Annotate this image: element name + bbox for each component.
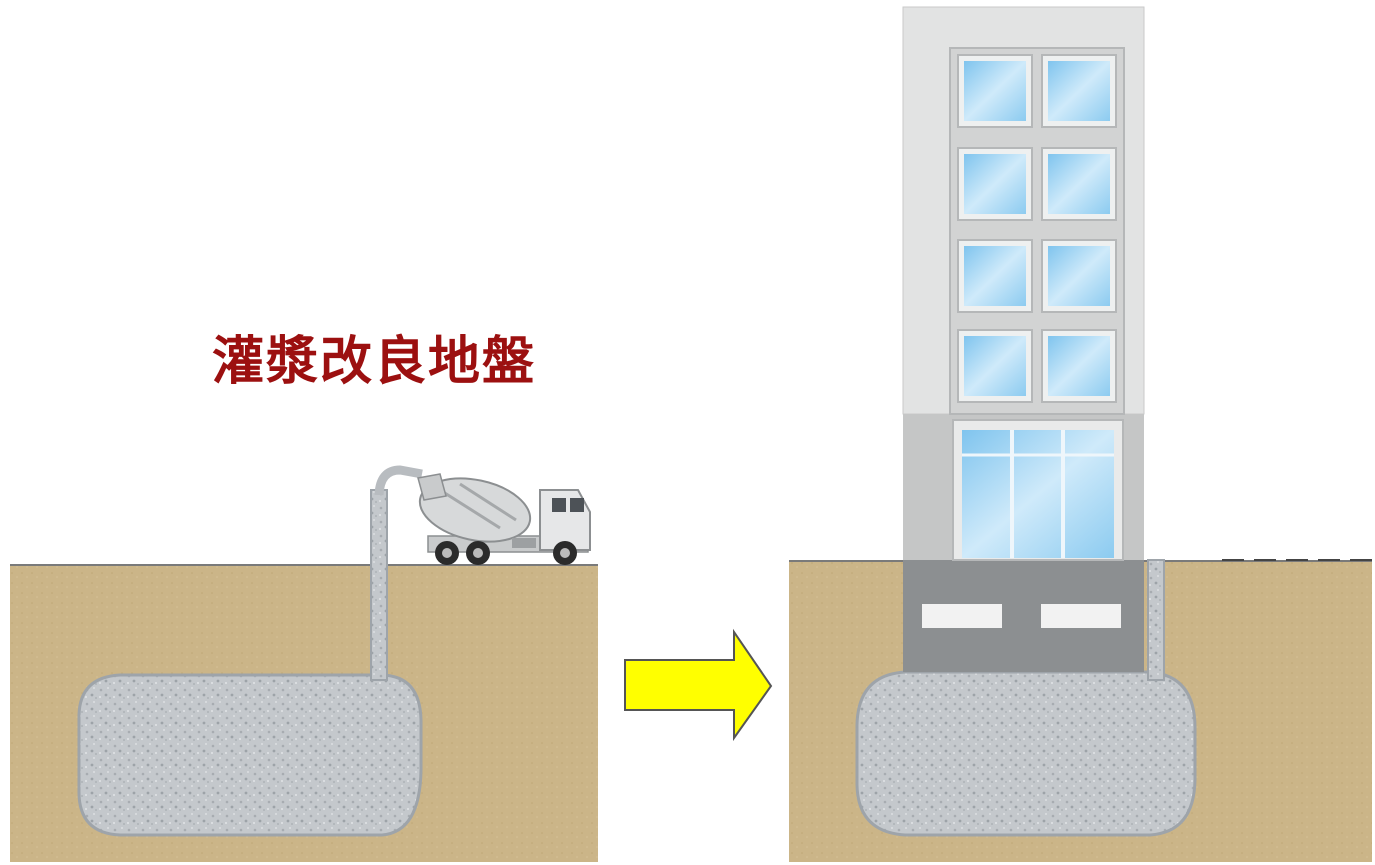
building-window-pane: [1048, 61, 1110, 121]
grout-pipe: [370, 489, 388, 681]
ground-floor-glass-door: [952, 419, 1124, 561]
grout-body: [855, 670, 1197, 837]
building-windows: [957, 54, 1117, 403]
foundation-slot-right: [1041, 604, 1121, 628]
grout-body: [77, 673, 423, 837]
building-window-pane: [964, 154, 1026, 214]
process-arrow: [624, 628, 773, 742]
building-window-pane: [964, 336, 1026, 396]
diagram-title: 灌漿改良地盤: [212, 332, 537, 392]
grout-hose: [374, 465, 423, 496]
panel-after: [789, 6, 1372, 862]
panel-before: [10, 465, 598, 862]
grout-pipe: [1147, 559, 1165, 681]
concrete-mixer-truck: [417, 473, 591, 565]
building-window-pane: [964, 61, 1026, 121]
building-window-pane: [1048, 154, 1110, 214]
building-window-pane: [1048, 336, 1110, 396]
foundation-slot-left: [922, 604, 1002, 628]
building-window-pane: [964, 246, 1026, 306]
building-window-pane: [1048, 246, 1110, 306]
